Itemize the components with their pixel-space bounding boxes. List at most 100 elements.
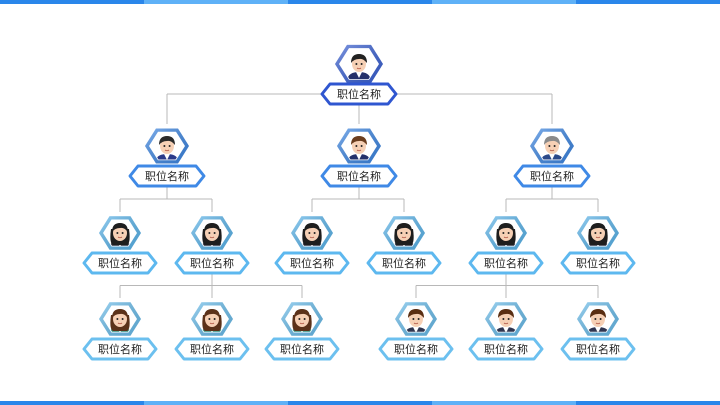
org-node-s5[interactable]: 职位名称 — [468, 216, 544, 275]
avatar-face — [295, 311, 309, 327]
position-pill — [264, 337, 340, 361]
org-node-m2[interactable]: 职位名称 — [320, 128, 398, 188]
avatar-hair — [408, 309, 424, 318]
avatar-woman-long — [108, 309, 132, 332]
org-node-t2[interactable]: 职位名称 — [174, 302, 250, 361]
avatar-hair — [544, 136, 560, 145]
bottom-bar-segment — [576, 401, 720, 405]
avatar-woman-long — [290, 309, 314, 332]
position-label: 职位名称 — [290, 256, 334, 270]
avatar-hair — [112, 309, 128, 318]
org-node-s6[interactable]: 职位名称 — [560, 216, 636, 275]
top-accent-bar — [0, 0, 720, 4]
position-pill — [560, 337, 636, 361]
org-node-t5[interactable]: 职位名称 — [468, 302, 544, 361]
avatar-eye — [298, 318, 301, 320]
avatar-face — [160, 138, 174, 154]
org-node-t1[interactable]: 职位名称 — [82, 302, 158, 361]
avatar-hair — [498, 223, 514, 232]
avatar-hair — [351, 54, 367, 63]
avatar-eye — [360, 145, 363, 147]
avatar-face — [545, 138, 559, 154]
position-pill — [366, 251, 442, 275]
avatar-man-young — [586, 309, 610, 332]
avatar-eye — [405, 232, 408, 234]
avatar-mouth — [356, 67, 362, 70]
avatar-eye — [553, 145, 556, 147]
avatar-mouth — [117, 236, 123, 239]
avatar-face — [352, 56, 366, 72]
avatar-mouth — [595, 322, 601, 325]
avatar-face — [205, 225, 219, 241]
avatar-eye — [594, 318, 597, 320]
avatar-mouth — [299, 322, 305, 325]
org-node-t4[interactable]: 职位名称 — [378, 302, 454, 361]
org-node-s3[interactable]: 职位名称 — [274, 216, 350, 275]
avatar-eye — [213, 318, 216, 320]
avatar-woman-long — [200, 309, 224, 332]
position-label: 职位名称 — [337, 169, 381, 183]
avatar-woman-bangs — [300, 223, 324, 246]
org-node-ceo[interactable]: 职位名称 — [320, 44, 398, 106]
position-label: 职位名称 — [98, 342, 142, 356]
position-label: 职位名称 — [190, 342, 234, 356]
avatar-face — [499, 225, 513, 241]
bottom-bar-segment — [0, 401, 144, 405]
position-pill — [320, 164, 398, 188]
avatar-body — [404, 327, 428, 332]
avatar-man-young — [404, 309, 428, 332]
avatar-eye — [313, 232, 316, 234]
avatar-woman-bangs — [108, 223, 132, 246]
avatar-mouth — [413, 322, 419, 325]
position-pill — [82, 251, 158, 275]
avatar-hair — [590, 309, 606, 318]
avatar-woman-short — [155, 136, 179, 160]
position-pill — [468, 337, 544, 361]
avatar-eye — [121, 232, 124, 234]
avatar-collar — [503, 327, 509, 332]
avatar-eye — [116, 318, 119, 320]
org-node-s4[interactable]: 职位名称 — [366, 216, 442, 275]
avatar-body — [586, 327, 610, 332]
position-label: 职位名称 — [484, 342, 528, 356]
avatar-hair — [396, 223, 412, 232]
position-pill — [378, 337, 454, 361]
position-label: 职位名称 — [145, 169, 189, 183]
avatar-mouth — [503, 322, 509, 325]
avatar-face — [113, 225, 127, 241]
avatar-eye — [502, 318, 505, 320]
avatar-man-brown — [347, 136, 371, 160]
avatar-face — [397, 225, 411, 241]
avatar-mouth — [595, 236, 601, 239]
avatar-mouth — [401, 236, 407, 239]
org-node-m1[interactable]: 职位名称 — [128, 128, 206, 188]
avatar-face — [305, 225, 319, 241]
avatar-woman-bangs — [494, 223, 518, 246]
org-node-s2[interactable]: 职位名称 — [174, 216, 250, 275]
avatar-hair — [351, 136, 367, 145]
org-node-s1[interactable]: 职位名称 — [82, 216, 158, 275]
position-pill — [82, 337, 158, 361]
avatar-face — [591, 225, 605, 241]
avatar-eye — [400, 232, 403, 234]
org-node-m3[interactable]: 职位名称 — [513, 128, 591, 188]
avatar-eye — [599, 318, 602, 320]
avatar-mouth — [549, 149, 555, 152]
avatar-eye — [594, 232, 597, 234]
avatar-collar — [549, 154, 555, 160]
position-label: 职位名称 — [530, 169, 574, 183]
avatar-hair — [112, 223, 128, 232]
avatar-eye — [208, 232, 211, 234]
position-pill — [320, 82, 398, 106]
avatar-hair — [294, 309, 310, 318]
position-label: 职位名称 — [484, 256, 528, 270]
avatar-eye — [412, 318, 415, 320]
org-node-t6[interactable]: 职位名称 — [560, 302, 636, 361]
position-pill — [468, 251, 544, 275]
position-label: 职位名称 — [190, 256, 234, 270]
avatar-collar — [595, 327, 601, 332]
position-label: 职位名称 — [337, 87, 381, 101]
org-node-t3[interactable]: 职位名称 — [264, 302, 340, 361]
avatar-eye — [417, 318, 420, 320]
